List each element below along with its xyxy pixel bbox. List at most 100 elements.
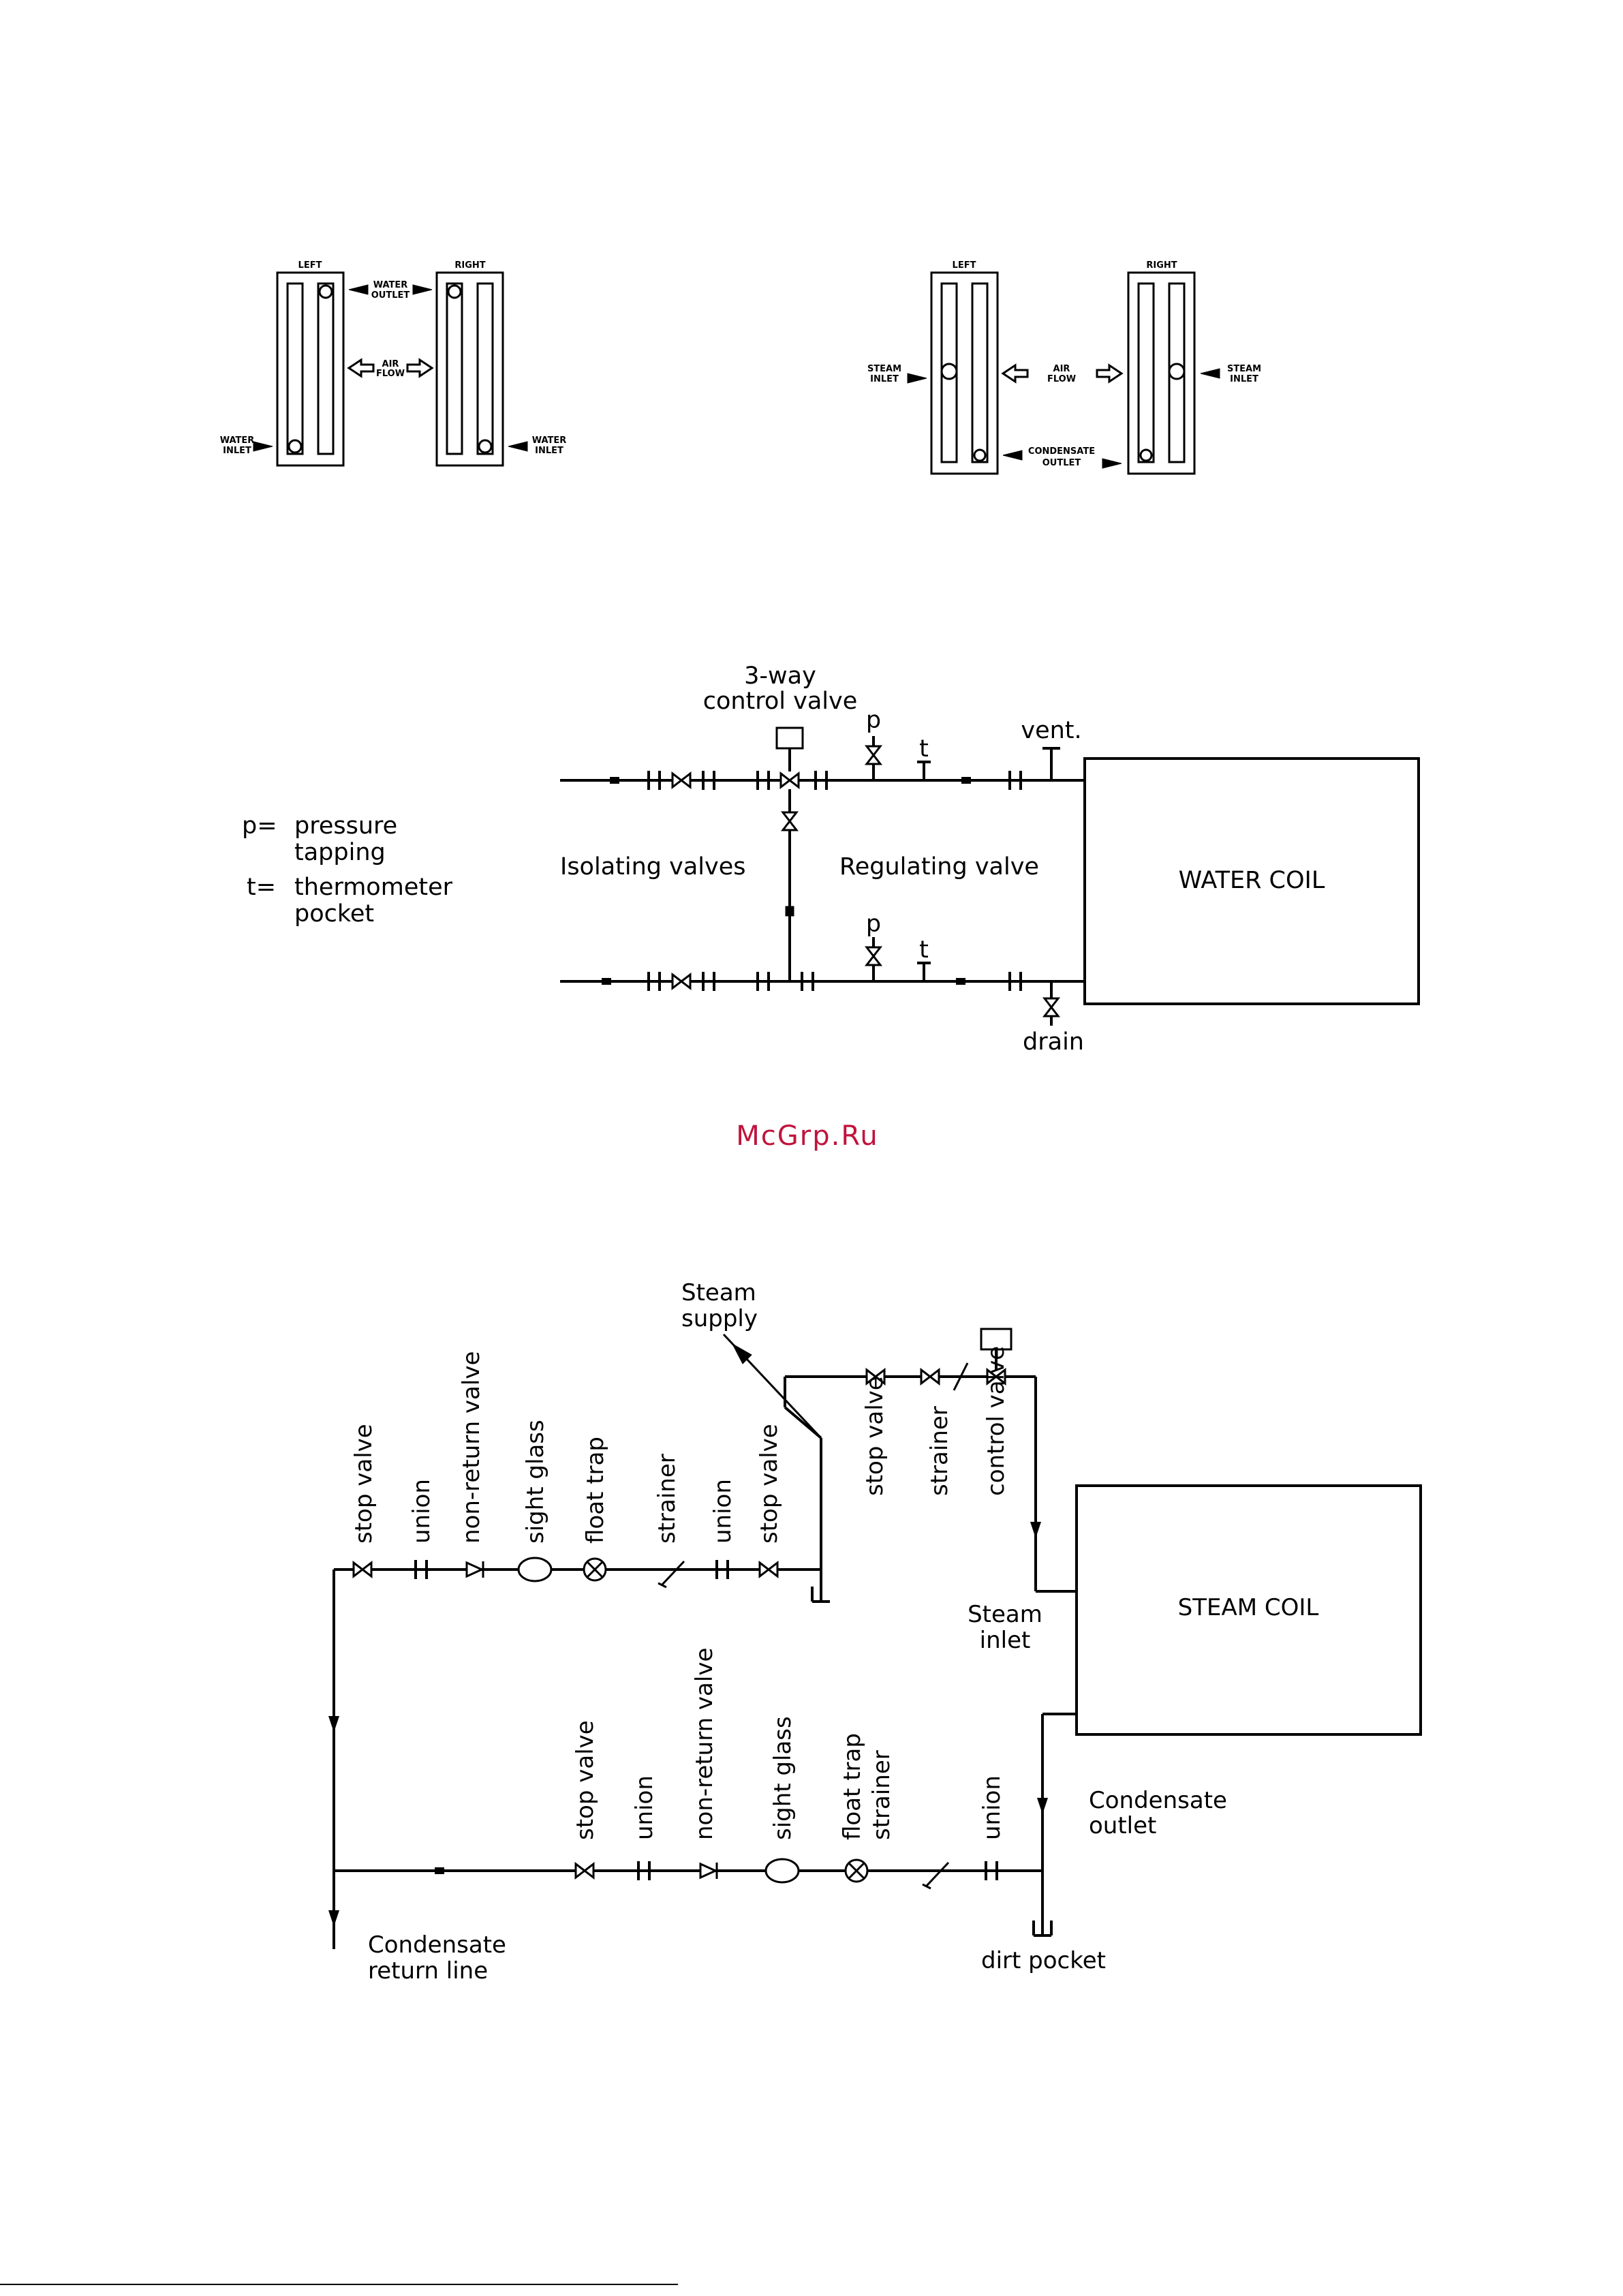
three-way-valve-label-1: 3-way: [744, 662, 816, 690]
drain-valve: [1043, 997, 1060, 1017]
steam-inlet-right-label-1: STEAM: [1227, 364, 1261, 374]
regulating-valve-label: Regulating valve: [839, 853, 1039, 881]
steam-airflow-label-2: FLOW: [1047, 374, 1076, 384]
water-right-tube-b: [476, 282, 494, 455]
steam-inlet-left-label-1: STEAM: [867, 364, 901, 374]
upper-label-strainer: strainer: [653, 1454, 681, 1544]
condensate-outlet-label-2: outlet: [1089, 1812, 1156, 1839]
lower-label-union-a: union: [631, 1775, 658, 1840]
steam-coil-piping-diagram: Steam supply STEAM COIL Steam inlet: [328, 1279, 1422, 1985]
control-valve-actuator: [980, 1328, 1013, 1351]
three-way-valve-label-2: control valve: [703, 688, 858, 715]
steam-supply-label-2: supply: [681, 1305, 758, 1332]
water-right-outlet-port: [447, 284, 462, 299]
water-inlet-right-label-2: INLET: [535, 446, 563, 456]
steam-left-outlet-port: [973, 448, 987, 462]
steam-right-tube-a: [1137, 282, 1155, 463]
upper-stop-valve-b: [758, 1561, 779, 1578]
lower-label-strainer: strainer: [868, 1750, 895, 1840]
watermark: McGrp.Ru: [736, 1120, 878, 1152]
supply-elbow: [784, 1406, 822, 1439]
upper-stop-valve-a: [352, 1561, 373, 1578]
upper-label-stop-valve-a: stop valve: [350, 1424, 377, 1544]
lower-flow-marker: [435, 1867, 444, 1874]
lower-non-return-valve: [699, 1861, 718, 1880]
lower-sight-glass: [764, 1858, 800, 1884]
upper-label-union-a: union: [408, 1479, 435, 1544]
water-outlet-label-1: WATER: [373, 280, 408, 290]
water-outlet-arrow-left: [348, 284, 369, 295]
water-left-inlet-port: [288, 439, 303, 454]
thermometer-top-label: t: [919, 735, 929, 763]
condensate-outlet-label-1: Condensate: [1089, 1787, 1227, 1814]
steam-supply-label-1: Steam: [681, 1279, 756, 1306]
steam-inlet-arrow-right: [1200, 368, 1220, 379]
steam-airflow-arrow-left: [1001, 363, 1029, 384]
water-inlet-left-label-2: INLET: [223, 446, 251, 456]
bottom-flow-marker-right: [956, 978, 965, 985]
water-right-inlet-port: [478, 439, 493, 454]
water-left-tube-b: [317, 282, 335, 455]
steam-supply-arrow: [731, 1343, 752, 1364]
legend-p-text-1: pressure: [294, 812, 397, 840]
steam-right-title: RIGHT: [1146, 260, 1177, 271]
steam-left-tube-b: [971, 282, 989, 463]
water-airflow-label-1: AIR: [382, 359, 399, 369]
supply-strainer-valve: [920, 1368, 940, 1385]
supply-label-control-valve: control valve: [983, 1346, 1010, 1496]
legend-p-key: p=: [242, 812, 277, 840]
water-right-tube-a: [446, 282, 463, 455]
lower-label-sight-glass: sight glass: [769, 1716, 797, 1840]
three-way-valve-body: [779, 772, 800, 789]
lower-label-union-b: union: [978, 1775, 1006, 1840]
supply-strainer: [953, 1362, 969, 1391]
steam-right-outlet-port: [1139, 448, 1153, 462]
left-return-arrow-upper: [328, 1716, 339, 1732]
steam-coil-box: [1075, 1484, 1422, 1736]
water-left-title: LEFT: [298, 260, 322, 271]
vent-label: vent.: [1021, 717, 1081, 744]
water-inlet-left-label-1: WATER: [220, 435, 255, 446]
legend-p-text-2: tapping: [294, 839, 386, 866]
upper-label-float-trap: float trap: [582, 1437, 609, 1544]
bottom-isolating-valve: [671, 973, 692, 990]
water-right-coil-frame: [435, 271, 504, 467]
top-flow-marker-right: [961, 777, 971, 784]
condensate-outlet-label-1: CONDENSATE: [1028, 446, 1095, 457]
water-coil-label: WATER COIL: [1179, 867, 1325, 894]
water-airflow-label-2: FLOW: [376, 369, 405, 379]
drain-label: drain: [1023, 1028, 1084, 1056]
steam-left-title: LEFT: [953, 260, 976, 271]
top-flow-marker-left: [610, 777, 619, 784]
bottom-flow-marker-left: [602, 978, 611, 985]
steam-right-coil-frame: [1127, 271, 1196, 475]
steam-inlet-label-1: Steam: [968, 1601, 1042, 1628]
water-coil-connection-diagram: LEFT RIGHT WATER OUTLET AIR FLOW WATER I…: [220, 260, 567, 467]
water-coil-piping-diagram: 3-way control valve p t vent. p= pressur…: [242, 662, 1420, 1056]
isolating-valves-label: Isolating valves: [560, 853, 745, 881]
lower-label-stop-valve: stop valve: [572, 1720, 599, 1840]
water-inlet-arrow-right: [508, 441, 528, 452]
steam-inlet-right-label-2: INLET: [1230, 374, 1258, 384]
upper-strainer: [657, 1560, 685, 1589]
condensate-outlet-arrow-left: [1002, 450, 1023, 461]
water-left-coil-frame: [276, 271, 345, 467]
steam-airflow-arrow-right: [1096, 363, 1124, 384]
steam-inlet-left-label-2: INLET: [870, 374, 899, 384]
condensate-outlet-arrow-right: [1102, 458, 1122, 469]
legend-t-text-2: pocket: [294, 900, 374, 928]
water-inlet-right-label-1: WATER: [532, 435, 567, 446]
p-top-valve: [865, 745, 882, 765]
water-right-title: RIGHT: [454, 260, 485, 271]
legend-t-key: t=: [247, 874, 276, 901]
supply-component-labels: stop valve strainer control valve: [861, 1346, 1010, 1496]
lower-label-non-return-valve: non-return valve: [691, 1648, 718, 1840]
steam-right-inlet-port: [1168, 363, 1186, 380]
upper-component-labels: stop valve union non-return valve sight …: [350, 1351, 783, 1544]
lower-strainer: [921, 1861, 950, 1890]
condensate-return-label-1: Condensate: [368, 1931, 506, 1959]
steam-left-inlet-port: [940, 363, 958, 380]
three-way-actuator: [775, 726, 804, 750]
steam-inlet-label-2: inlet: [980, 1627, 1031, 1654]
